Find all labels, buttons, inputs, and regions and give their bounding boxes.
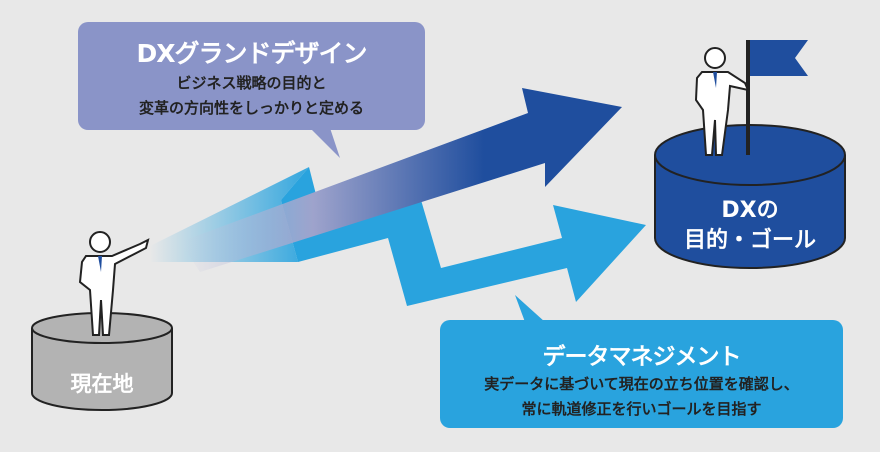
person-pointing-icon <box>78 231 150 336</box>
grand-design-title: DXグランドデザイン <box>136 39 367 68</box>
flag-icon <box>746 40 808 155</box>
grand-design-line1: ビジネス戦略の目的と <box>176 74 327 92</box>
person-goal-icon <box>694 47 750 156</box>
grand-design-bubble <box>78 22 425 158</box>
goal-cylinder <box>654 124 846 269</box>
grand-design-arrow <box>180 88 622 272</box>
grand-design-line2: 変革の方向性をしっかりと定める <box>138 99 364 117</box>
data-management-line2: 常に軌道修正を行いゴールを目指す <box>521 400 762 418</box>
data-management-line1: 実データに基づいて現在の立ち位置を確認し、 <box>484 375 799 393</box>
goal-label-line2: 目的・ゴール <box>683 228 816 253</box>
current-position-label: 現在地 <box>70 372 134 396</box>
data-management-bubble <box>440 295 843 428</box>
goal-label-line1: DXの <box>721 198 779 223</box>
data-management-title: データマネジメント <box>542 344 742 370</box>
data-management-arrow <box>281 167 646 306</box>
